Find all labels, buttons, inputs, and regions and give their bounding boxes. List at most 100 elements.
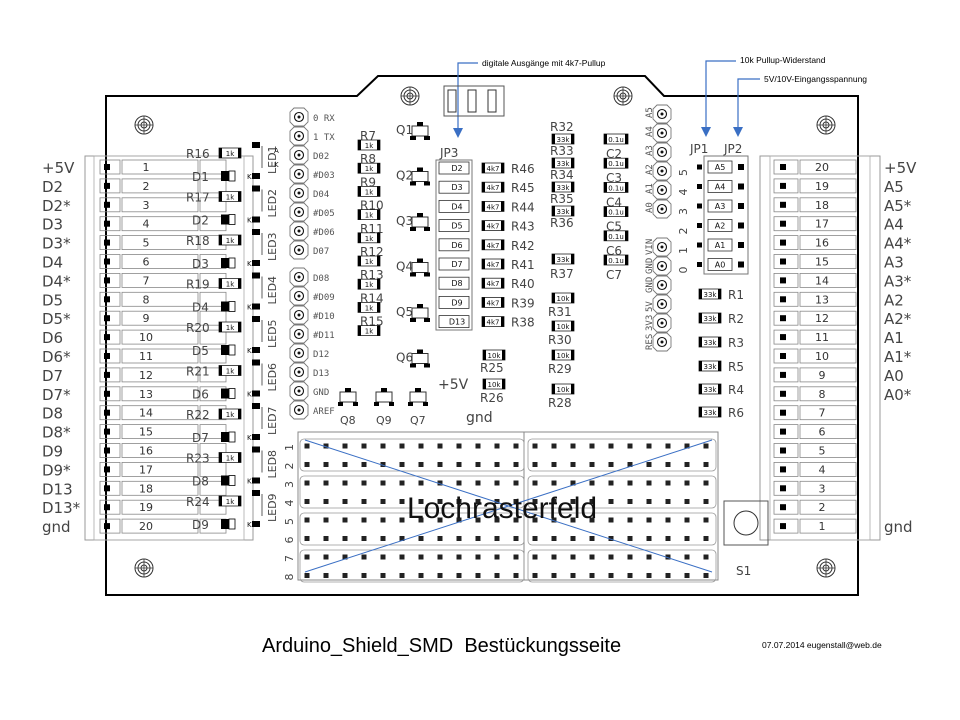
proto-pad [323,443,329,449]
chip-pad [552,254,555,264]
terminal-cell [773,499,799,515]
terminal-inner [93,155,245,541]
transistor-pad [410,227,416,231]
transistor-pad [417,349,423,354]
terminal-number: 9 [143,312,150,325]
proto-row-number: 3 [283,481,296,488]
plus5v-label: +5V [438,377,469,393]
chip-pad [238,409,241,419]
pullup-resistor: 4k7 [481,162,505,174]
jp2-pad [738,242,744,248]
proto-pad [475,462,481,467]
filter-capacitor: 0.1u [603,254,629,266]
terminal-pad [780,428,786,435]
proto-pad [361,499,367,504]
terminal-label: A3* [884,272,912,290]
proto-pad [437,462,443,467]
mounting-hole-icon [816,115,836,135]
transistor-pad [408,402,413,406]
header-pin-label: #D11 [313,331,335,341]
footer-caption: Arduino_Shield_SMD Bestückungsseite [262,635,621,657]
header-pin-outline [652,256,672,276]
led-ref: LED2 [266,189,279,218]
terminal-cell [199,310,227,326]
proto-pad [399,573,405,578]
proto-pad [399,462,405,467]
terminal-cell [99,443,121,458]
terminal-cell [121,386,199,402]
proto-pad [494,536,500,541]
terminal-label: D6* [42,348,71,366]
terminal-number: 18 [815,199,829,212]
proto-pad [304,443,310,449]
header-pin-label: D12 [313,350,329,360]
chip-pad [571,350,574,360]
terminal-cell [121,216,199,232]
jp1-pin-label: A0 [715,261,726,270]
jp1-pin [707,160,733,174]
header-pin-label: D13 [313,369,329,379]
terminal-number: 19 [815,180,829,193]
terminal-number: 16 [815,237,829,250]
proto-pad [646,517,652,523]
led-ref: LED6 [266,363,279,392]
proto-pad [703,462,709,467]
side-number: 3 [677,208,690,215]
mounting-hole-icon [816,558,836,578]
chip-value: 4k7 [487,165,500,173]
proto-pad [456,499,462,504]
chip-pad [482,316,485,327]
transistor-pad [424,227,430,231]
led-k-label: K [247,173,252,181]
header-pin-outline [652,275,672,295]
input-resistor: 33k [698,360,722,372]
terminal-cell [199,424,227,440]
terminal-cell [773,367,799,383]
chip-pad [377,256,380,266]
terminal-number: 4 [819,463,826,476]
terminal-label: D7 [42,367,63,385]
proto-strip [299,549,525,583]
proto-pad [551,536,557,541]
proto-pad [361,480,367,486]
pullup-resistor: 4k7 [481,220,505,232]
chip-value: 1k [365,188,374,196]
led-resistor-ref: R18 [186,234,210,248]
gate-resistor: 1k [357,255,381,267]
transistor-pad [415,388,421,392]
header-pin-ring [293,404,305,416]
proto-pad [589,443,595,449]
input-resistor-ref: R32 [550,120,574,134]
input-resistor: 33k [551,253,575,265]
proto-pad [665,480,671,486]
mounting-hole-icon [134,558,154,578]
jp3-pin [438,219,470,233]
transistor-pad [423,402,428,406]
input-resistor-ref: R6 [728,406,744,420]
proto-pad [684,573,690,578]
terminal-pad [104,390,110,397]
proto-pad [684,499,690,504]
chip-pad [377,209,380,220]
proto-pad [532,536,538,541]
terminal-cell [773,159,799,175]
filter-capacitor: 0.1u [603,230,629,242]
proto-pad [475,499,481,504]
header-pin-label: D07 [313,247,329,257]
proto-pad [361,554,367,560]
terminal-cell [99,197,121,213]
proto-pad [437,499,443,504]
header-pin-outline [289,381,309,401]
proto-pad [323,499,329,504]
proto-outline [297,431,719,581]
chip-pad [501,163,504,173]
transistor-pad [410,272,416,277]
chip-pad [699,361,702,371]
jp1-pad [697,164,702,170]
terminal-cell [799,197,857,213]
jp2-pad [738,222,744,229]
proto-pad [399,536,405,541]
led-resistor-ref: R19 [186,278,210,292]
terminal-cell [121,518,199,534]
capacitor-ref: C5 [606,220,622,234]
